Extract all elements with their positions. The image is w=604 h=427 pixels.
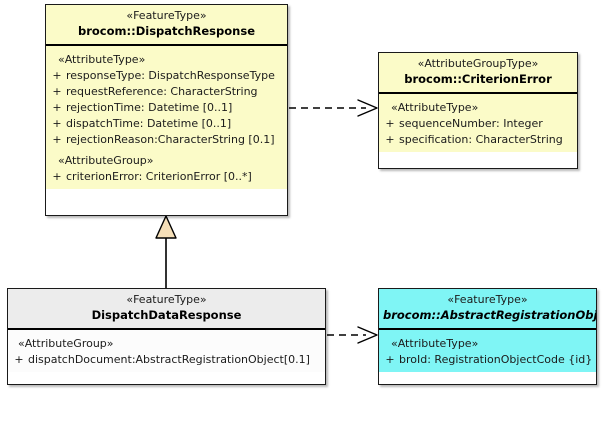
visibility-marker: +: [52, 170, 62, 183]
visibility-marker: +: [52, 101, 62, 114]
visibility-marker: +: [52, 117, 62, 130]
attribute-label: criterionError: CriterionError [0..*]: [66, 170, 252, 183]
class-name: brocom::CriterionError: [404, 72, 552, 86]
class-header: «FeatureType» brocom::AbstractRegistrati…: [379, 289, 596, 330]
class-box-dispatch-data-response[interactable]: «FeatureType» DispatchDataResponse «Attr…: [7, 288, 326, 385]
open-arrow-head: [357, 326, 378, 344]
visibility-marker: +: [14, 353, 24, 366]
class-name: brocom::AbstractRegistrationObject: [383, 308, 597, 322]
class-stereotype: «FeatureType»: [447, 293, 528, 306]
generalization-dispatchdataresponse-dispatchresponse: [155, 215, 177, 288]
class-stereotype: «FeatureType»: [126, 293, 207, 306]
attribute-label: dispatchDocument:AbstractRegistrationObj…: [28, 353, 310, 366]
class-stereotype: «AttributeGroupType»: [417, 57, 539, 70]
attribute-label: rejectionTime: Datetime [0..1]: [66, 101, 233, 114]
attribute-row[interactable]: + dispatchTime: Datetime [0..1]: [48, 116, 285, 132]
attribute-group-label: «AttributeType»: [391, 101, 479, 114]
class-body: «AttributeGroup» + dispatchDocument:Abst…: [8, 330, 325, 372]
class-header: «FeatureType» DispatchDataResponse: [8, 289, 325, 330]
attribute-label: broId: RegistrationObjectCode {id}: [399, 353, 593, 366]
dependency-dispatchdataresponse-abstractregistrationobject: [327, 326, 378, 344]
attribute-row[interactable]: + specification: CharacterString: [381, 132, 575, 148]
attribute-label: dispatchTime: Datetime [0..1]: [66, 117, 232, 130]
class-header: «FeatureType» brocom::DispatchResponse: [46, 5, 287, 46]
visibility-marker: +: [52, 133, 62, 146]
class-body: «AttributeType» + responseType: Dispatch…: [46, 46, 287, 189]
attribute-row[interactable]: + dispatchDocument:AbstractRegistrationO…: [10, 352, 323, 368]
attribute-row[interactable]: + rejectionReason:CharacterString [0.1]: [48, 132, 285, 148]
open-arrow-head: [357, 99, 378, 117]
attribute-label: requestReference: CharacterString: [66, 85, 258, 98]
class-box-criterion-error[interactable]: «AttributeGroupType» brocom::CriterionEr…: [378, 52, 578, 169]
attribute-label: sequenceNumber: Integer: [399, 117, 543, 130]
attribute-label: specification: CharacterString: [399, 133, 563, 146]
attribute-row[interactable]: + broId: RegistrationObjectCode {id}: [381, 352, 594, 368]
attribute-row[interactable]: + criterionError: CriterionError [0..*]: [48, 169, 285, 185]
attribute-row[interactable]: + responseType: DispatchResponseType: [48, 68, 285, 84]
attribute-row[interactable]: + sequenceNumber: Integer: [381, 116, 575, 132]
attribute-group-label: «AttributeType»: [391, 337, 479, 350]
class-stereotype: «FeatureType»: [126, 9, 207, 22]
class-box-abstract-registration-object[interactable]: «FeatureType» brocom::AbstractRegistrati…: [378, 288, 597, 385]
dependency-dispatchresponse-criterionerror: [289, 99, 378, 117]
visibility-marker: +: [52, 85, 62, 98]
class-header: «AttributeGroupType» brocom::CriterionEr…: [379, 53, 577, 94]
attribute-label: responseType: DispatchResponseType: [66, 69, 275, 82]
attribute-group-label: «AttributeType»: [58, 53, 146, 66]
visibility-marker: +: [52, 69, 62, 82]
visibility-marker: +: [385, 133, 395, 146]
class-name: brocom::DispatchResponse: [78, 24, 255, 38]
class-name: DispatchDataResponse: [91, 308, 242, 322]
attribute-group-label: «AttributeGroup»: [18, 337, 114, 350]
attribute-group-label: «AttributeGroup»: [58, 154, 154, 167]
class-box-dispatch-response[interactable]: «FeatureType» brocom::DispatchResponse «…: [45, 4, 288, 216]
attribute-row[interactable]: + rejectionTime: Datetime [0..1]: [48, 100, 285, 116]
attribute-label: rejectionReason:CharacterString [0.1]: [66, 133, 275, 146]
class-body: «AttributeType» + sequenceNumber: Intege…: [379, 94, 577, 152]
hollow-triangle-head: [155, 215, 177, 239]
attribute-row[interactable]: + requestReference: CharacterString: [48, 84, 285, 100]
visibility-marker: +: [385, 353, 395, 366]
class-body: «AttributeType» + broId: RegistrationObj…: [379, 330, 596, 372]
visibility-marker: +: [385, 117, 395, 130]
